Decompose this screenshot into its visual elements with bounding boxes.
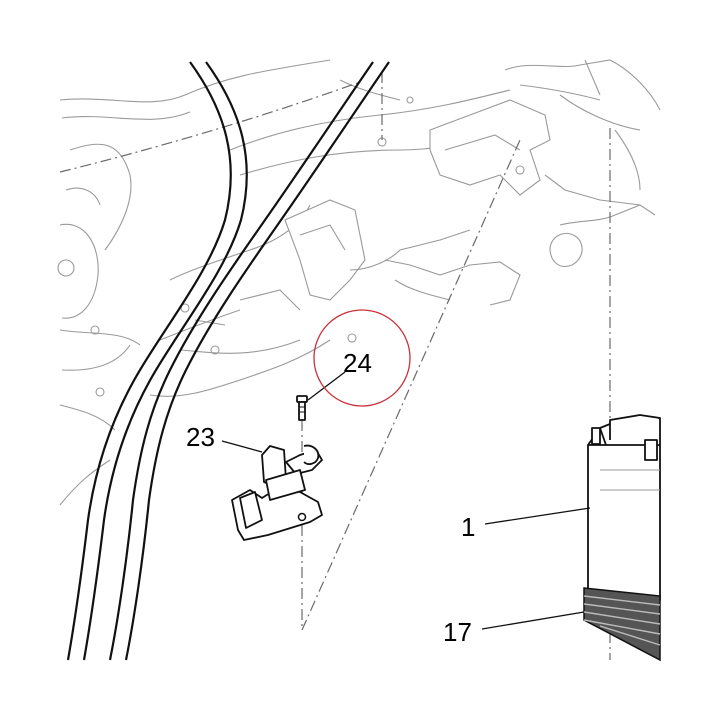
callout-17[interactable]: 17	[443, 617, 472, 647]
callout-23[interactable]: 23	[186, 422, 215, 452]
callout-24[interactable]: 24	[343, 348, 372, 378]
highlight-circle	[313, 309, 411, 407]
battery-1	[587, 414, 661, 601]
pad-17	[583, 587, 661, 662]
bolt-24	[296, 395, 308, 421]
centerline-diagonal	[301, 139, 521, 631]
centerline-top	[59, 81, 361, 173]
leader-24	[307, 371, 346, 401]
leader-1	[484, 507, 591, 525]
callout-1[interactable]: 1	[461, 512, 475, 542]
bracket-23	[231, 444, 323, 541]
leader-17	[481, 611, 585, 630]
cable-pair	[66, 61, 390, 661]
background-body-structure	[57, 59, 661, 506]
leader-23	[221, 440, 263, 453]
